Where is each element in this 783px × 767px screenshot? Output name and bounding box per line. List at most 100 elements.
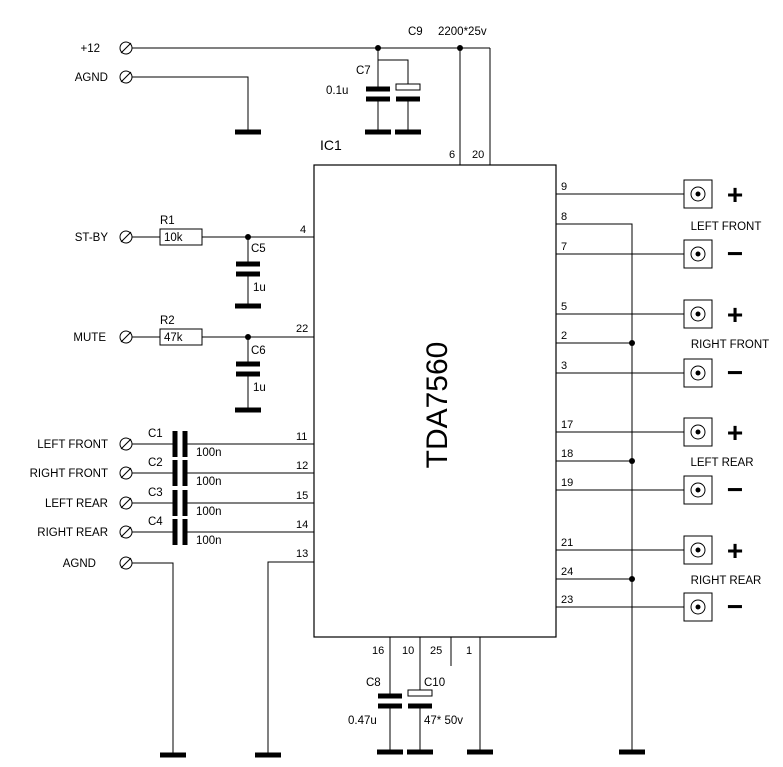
ic-ref: IC1	[320, 137, 342, 153]
output-pin-label: 17	[561, 419, 573, 431]
output-pin-label: 5	[561, 301, 567, 313]
pin13-label: 13	[296, 548, 308, 560]
capacitor-c10	[407, 637, 433, 755]
c7-ref: C7	[356, 65, 371, 77]
minus-sign: −	[727, 474, 743, 505]
input-cap-ref: C1	[148, 428, 163, 440]
c6-value: 1u	[253, 382, 266, 394]
r1-value: 10k	[164, 232, 183, 244]
pin10-label: 10	[402, 645, 414, 657]
plus12-label: +12	[80, 43, 100, 55]
input-cap-value: 100n	[196, 506, 222, 518]
output-pin-label: 18	[561, 448, 573, 460]
input-cap-value: 100n	[196, 447, 222, 459]
outputs-section: 9 8 7 5 2 3 17 18 19 21 24 23	[556, 179, 769, 755]
pin6-label: 6	[449, 149, 455, 161]
input-right-front: RIGHT FRONT C2 100n 12	[30, 457, 314, 488]
plus-sign: +	[727, 535, 743, 566]
speaker-terminal	[683, 179, 713, 209]
speaker-terminal	[683, 417, 713, 447]
supply-section: +12 AGND C7 0.1u	[75, 26, 491, 165]
pin16-label: 16	[372, 645, 384, 657]
output-pin-label: 21	[561, 537, 573, 549]
input-label: RIGHT FRONT	[30, 468, 108, 480]
c9-value: 2200*25v	[438, 26, 487, 38]
agnd2-terminal: AGND	[63, 556, 186, 758]
output-pin-label: 2	[561, 330, 567, 342]
plus-sign: +	[727, 299, 743, 330]
speaker-terminal	[683, 475, 713, 505]
c7-value: 0.1u	[326, 85, 348, 97]
input-right-rear: RIGHT REAR C4 100n 14	[37, 516, 314, 547]
capacitor-c7	[365, 48, 391, 135]
output-channel-label: LEFT REAR	[690, 457, 753, 469]
agnd2-label: AGND	[63, 558, 96, 570]
input-cap-value: 100n	[196, 535, 222, 547]
c5-value: 1u	[253, 282, 266, 294]
bottom-section: 16 10 25 1 C8 0.47u C10 47* 50v	[348, 637, 493, 755]
minus-sign: −	[727, 591, 743, 622]
c8-ref: C8	[366, 677, 381, 689]
capacitor-c5	[235, 237, 261, 309]
capacitor-c9	[377, 48, 421, 135]
c5-ref: C5	[251, 243, 266, 255]
input-left-rear: LEFT REAR C3 100n 15	[45, 487, 314, 518]
pin13-ground: 13	[255, 548, 314, 758]
output-pin-label: 24	[561, 566, 573, 578]
pin4-label: 4	[300, 224, 306, 236]
input-pin: 11	[296, 431, 307, 443]
speaker-terminal	[683, 299, 713, 329]
stby-label: ST-BY	[75, 232, 109, 244]
input-cap-ref: C2	[148, 457, 163, 469]
minus-sign: −	[727, 238, 743, 269]
output-pin-label: 9	[561, 181, 567, 193]
speaker-terminal	[683, 592, 713, 622]
output-pin-label: 7	[561, 241, 567, 253]
stby-terminal	[119, 230, 133, 244]
junction-dot	[629, 458, 635, 464]
ic-tda7560: IC1 TDA7560	[313, 137, 557, 638]
agnd-label: AGND	[75, 72, 108, 84]
inputs-section: LEFT FRONT C1 100n 11 RIGHT FRONT C2 100…	[30, 428, 314, 758]
agnd-wire	[132, 76, 249, 132]
input-label: LEFT REAR	[45, 498, 108, 510]
input-cap-ref: C3	[148, 487, 163, 499]
speaker-terminal	[683, 535, 713, 565]
r1-ref: R1	[160, 215, 175, 227]
output-pin-label: 19	[561, 477, 573, 489]
junction-dot	[629, 576, 635, 582]
output-channel-label: RIGHT FRONT	[691, 339, 769, 351]
junction-dot	[629, 340, 635, 346]
mute-section: MUTE 47k R2 22 C6 1u	[73, 315, 314, 413]
minus-sign: −	[727, 357, 743, 388]
pin22-label: 22	[296, 323, 308, 335]
mute-label: MUTE	[73, 332, 106, 344]
c10-value: 47* 50v	[424, 715, 463, 727]
input-cap-value: 100n	[196, 476, 222, 488]
agnd-terminal	[119, 70, 133, 84]
output-pin-label: 8	[561, 211, 567, 223]
input-label: LEFT FRONT	[37, 439, 108, 451]
output-channel-label: RIGHT REAR	[691, 575, 762, 587]
pin1-label: 1	[466, 645, 472, 657]
mute-terminal	[119, 330, 133, 344]
pin25-label: 25	[430, 645, 442, 657]
speaker-terminal	[683, 358, 713, 388]
input-pin: 12	[296, 460, 308, 472]
output-pin-label: 23	[561, 594, 573, 606]
input-cap-ref: C4	[148, 516, 163, 528]
input-label: RIGHT REAR	[37, 527, 108, 539]
c9-ref: C9	[408, 26, 423, 38]
r2-ref: R2	[160, 315, 175, 327]
c10-ref: C10	[424, 677, 445, 689]
input-left-front: LEFT FRONT C1 100n 11	[37, 428, 314, 459]
pin20-label: 20	[472, 149, 484, 161]
c6-ref: C6	[251, 345, 266, 357]
output-pin-label: 3	[561, 360, 567, 372]
capacitor-c6	[235, 337, 261, 413]
standby-section: ST-BY 10k R1 4 C5 1u	[75, 215, 314, 309]
plus-sign: +	[727, 179, 743, 210]
plus-sign: +	[727, 417, 743, 448]
speaker-terminal	[683, 239, 713, 269]
